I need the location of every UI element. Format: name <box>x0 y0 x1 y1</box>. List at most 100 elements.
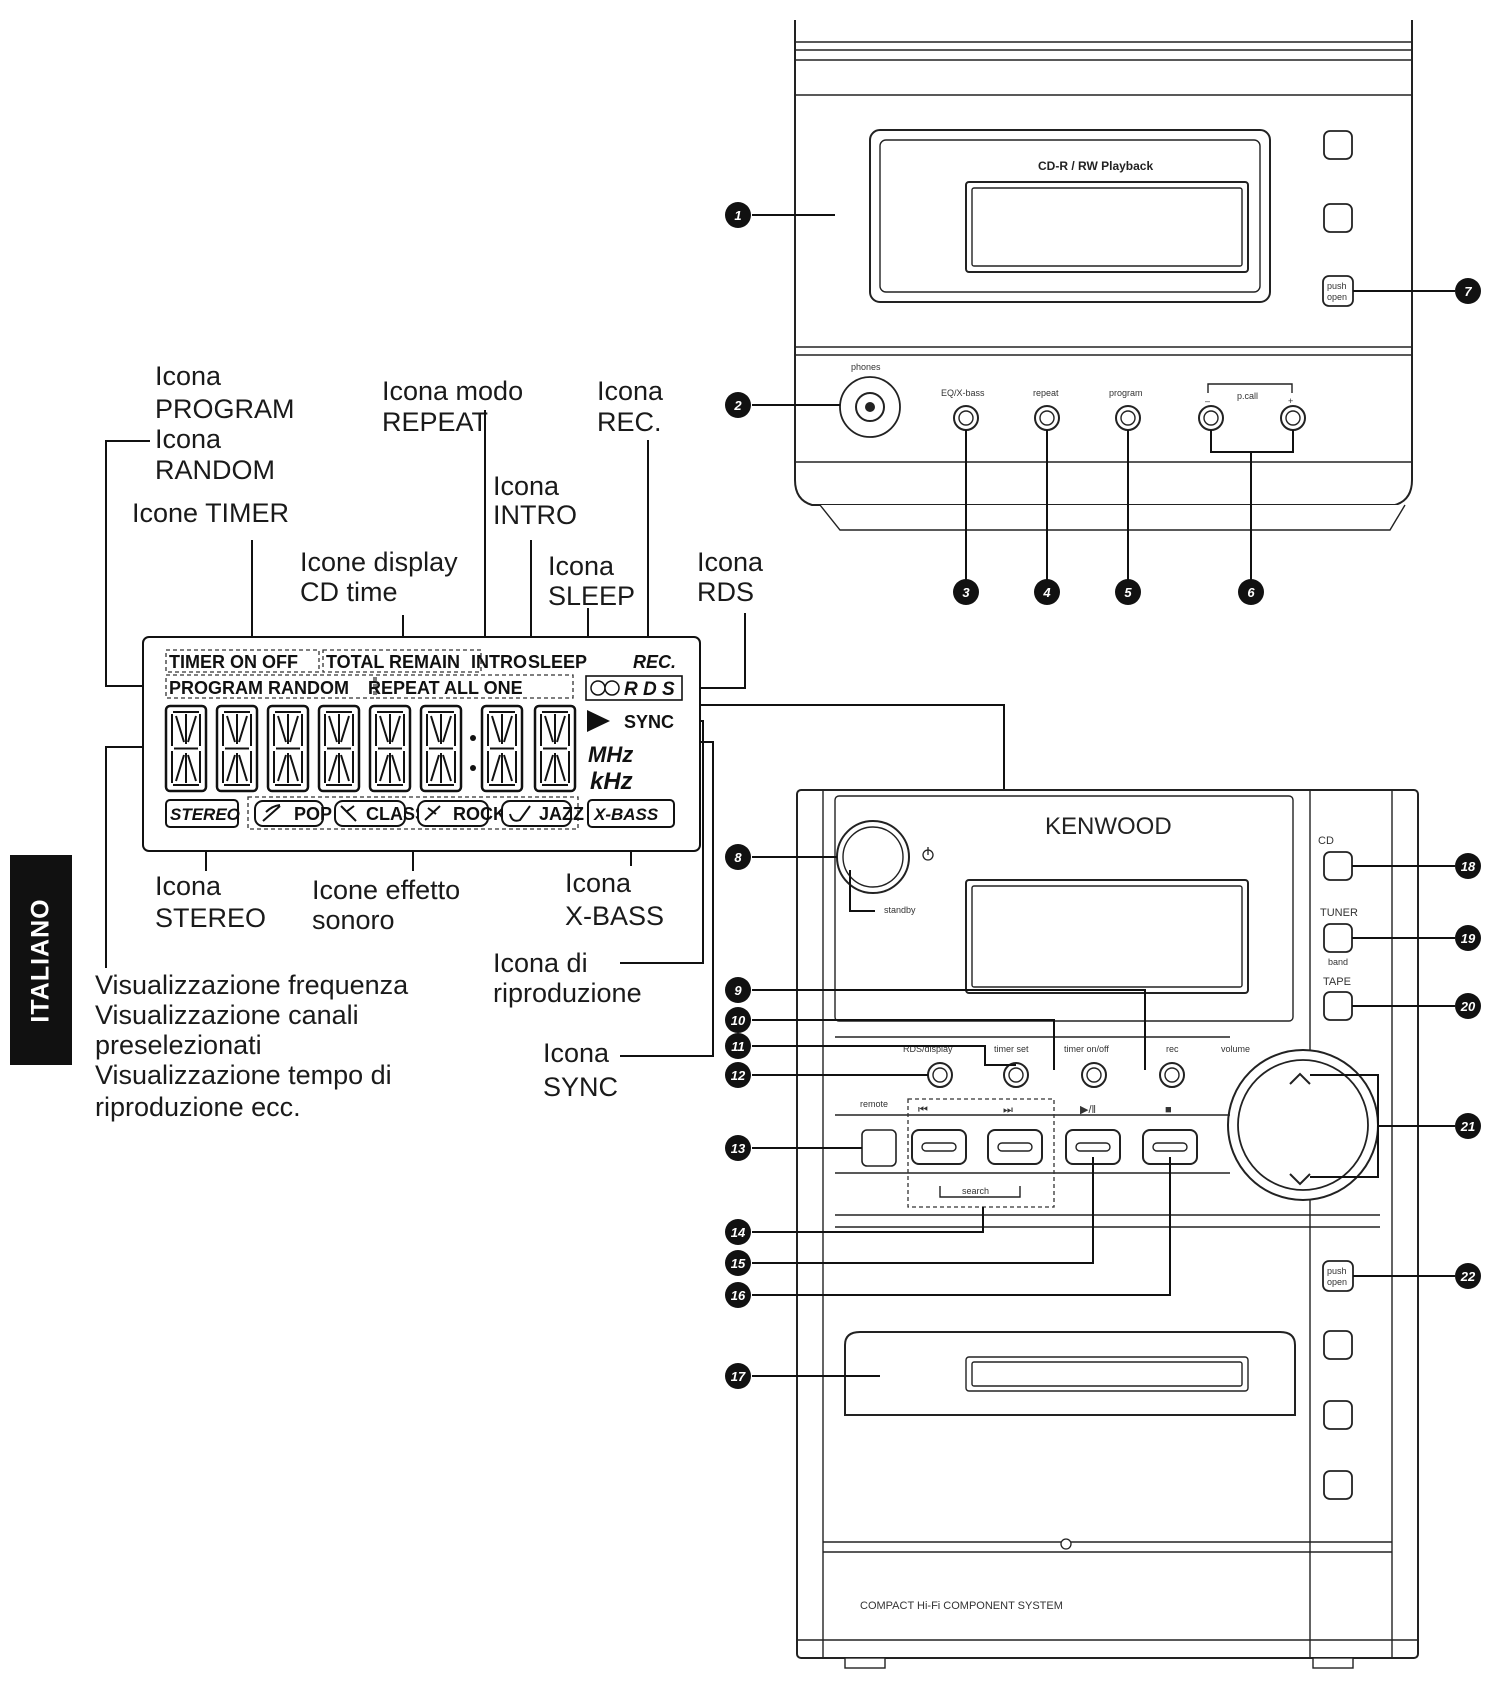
svg-text:12: 12 <box>731 1068 746 1083</box>
tape-push-open-button[interactable]: push open <box>1322 1260 1354 1292</box>
standby-button[interactable] <box>836 820 910 894</box>
svg-text:16: 16 <box>731 1288 746 1303</box>
search-label: search <box>962 1186 989 1196</box>
cd-rw-label: CD-R / RW Playback <box>1038 159 1153 173</box>
svg-text:4: 4 <box>1042 585 1051 600</box>
tape-source-button[interactable] <box>1323 991 1353 1021</box>
svg-text:SLEEP: SLEEP <box>548 581 635 611</box>
volume-label: volume <box>1221 1044 1250 1054</box>
lcd-total-remain: TOTAL REMAIN <box>326 652 460 672</box>
svg-text:Icona: Icona <box>155 361 222 391</box>
svg-text:CD time: CD time <box>300 577 398 607</box>
callout-3: 3 <box>953 579 979 605</box>
rec-button[interactable] <box>1159 1062 1185 1088</box>
svg-text:2: 2 <box>733 398 742 413</box>
brand-logo: KENWOOD <box>1045 813 1172 840</box>
lcd-digit <box>419 704 463 793</box>
language-tab: ITALIANO <box>10 855 72 1065</box>
main-side-button[interactable] <box>1323 1470 1353 1500</box>
timer-onoff-button[interactable] <box>1081 1062 1107 1088</box>
pcall-minus-button[interactable] <box>1198 405 1224 431</box>
phones-jack[interactable] <box>839 376 901 438</box>
svg-text:POP: POP <box>294 804 332 824</box>
svg-text:11: 11 <box>731 1039 745 1054</box>
callout-20: 20 <box>1455 993 1481 1019</box>
label-play: Icona di riproduzione <box>493 948 642 1008</box>
cd-source-button[interactable] <box>1323 851 1353 881</box>
top-callout-lines <box>752 214 1455 580</box>
label-rds: Icona RDS <box>697 547 764 607</box>
main-side-button[interactable] <box>1323 1330 1353 1360</box>
lcd-stereo: STEREO <box>170 805 240 824</box>
rds-dot-icon <box>590 680 606 696</box>
lcd-colon <box>470 735 476 741</box>
next-track-label: ⏭ <box>1003 1104 1013 1116</box>
label-sync: Icona SYNC <box>543 1038 618 1102</box>
pcall-minus-label: – <box>1205 396 1210 406</box>
callout-2: 2 <box>725 392 751 418</box>
play-pause-label: ▶/‖ <box>1080 1104 1096 1116</box>
lcd-digit <box>368 704 412 793</box>
rds-display-button[interactable] <box>927 1062 953 1088</box>
callout-22: 22 <box>1455 1263 1481 1289</box>
main-side-button[interactable] <box>1323 1400 1353 1430</box>
svg-text:5: 5 <box>1124 585 1132 600</box>
lcd-digit <box>317 704 361 793</box>
eq-xbass-button[interactable] <box>953 405 979 431</box>
lcd-sleep: SLEEP <box>528 652 587 672</box>
svg-text:Icone effetto: Icone effetto <box>312 875 460 905</box>
tuner-source-button[interactable] <box>1323 923 1353 953</box>
volume-dial[interactable] <box>1227 1049 1379 1201</box>
stop-label: ■ <box>1165 1104 1172 1116</box>
lcd-rds: R D S <box>624 679 675 700</box>
rds-dot-icon <box>604 680 620 696</box>
lcd-digit <box>266 704 310 793</box>
callout-17: 17 <box>725 1363 751 1389</box>
next-track-button[interactable] <box>987 1129 1043 1165</box>
lcd-digit <box>215 704 259 793</box>
svg-text:1: 1 <box>734 208 741 223</box>
prev-track-button[interactable] <box>911 1129 967 1165</box>
callout-19: 19 <box>1455 925 1481 951</box>
svg-text:REPEAT: REPEAT <box>382 407 488 437</box>
svg-text:Icona: Icona <box>155 424 222 454</box>
callout-10: 10 <box>725 1007 751 1033</box>
label-rec: Icona REC. <box>597 376 664 437</box>
top-unit: CD-R / RW Playback push open phones EQ/X… <box>794 20 1413 531</box>
pcall-plus-button[interactable] <box>1280 405 1306 431</box>
timer-onoff-label: timer on/off <box>1064 1044 1109 1054</box>
callout-12: 12 <box>725 1062 751 1088</box>
effect-rock: ROCK <box>417 800 506 827</box>
callout-18: 18 <box>1455 853 1481 879</box>
timer-set-button[interactable] <box>1003 1062 1029 1088</box>
program-button[interactable] <box>1115 405 1141 431</box>
callout-13: 13 <box>725 1135 751 1161</box>
top-push-open-button[interactable]: push open <box>1322 275 1354 307</box>
standby-label: standby <box>884 905 916 915</box>
lcd-xbass: X-BASS <box>593 805 659 824</box>
top-side-button[interactable] <box>1323 203 1353 233</box>
callout-21: 21 <box>1455 1113 1481 1139</box>
volume-down-icon[interactable] <box>1289 1173 1311 1186</box>
remote-sensor <box>861 1129 897 1167</box>
rec-label: rec <box>1166 1044 1179 1054</box>
svg-text:14: 14 <box>731 1225 746 1240</box>
svg-text:riproduzione ecc.: riproduzione ecc. <box>95 1092 301 1122</box>
callout-6: 6 <box>1238 579 1264 605</box>
callout-markers: 1 2 3 4 5 6 7 8 9 10 11 12 13 14 15 16 1… <box>725 202 1481 1389</box>
program-label: program <box>1109 388 1143 398</box>
callout-11: 11 <box>725 1033 751 1059</box>
svg-text:REC.: REC. <box>597 407 662 437</box>
effect-jazz: JAZZ <box>501 800 584 827</box>
top-side-button[interactable] <box>1323 130 1353 160</box>
svg-text:RANDOM: RANDOM <box>155 455 275 485</box>
repeat-label: repeat <box>1033 388 1059 398</box>
tape-source-label: TAPE <box>1323 976 1351 988</box>
repeat-button[interactable] <box>1034 405 1060 431</box>
svg-text:Icona: Icona <box>548 551 615 581</box>
label-stereo: Icona STEREO <box>155 871 266 933</box>
callout-5: 5 <box>1115 579 1141 605</box>
svg-text:Visualizzazione canali: Visualizzazione canali <box>95 1000 359 1030</box>
volume-up-icon[interactable] <box>1289 1072 1311 1085</box>
lcd-digit <box>480 704 524 793</box>
